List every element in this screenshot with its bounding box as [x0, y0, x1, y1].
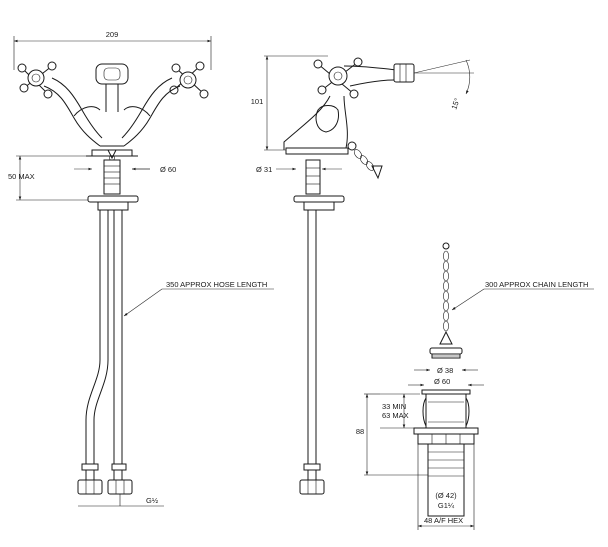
- side-shank: [293, 159, 345, 211]
- flexible-hoses: [77, 210, 133, 495]
- waste-chain: [439, 242, 453, 345]
- left-cross-handle: [17, 61, 57, 99]
- thread-size-label: G1¼: [438, 501, 455, 510]
- side-base-diameter-label: Ø 31: [256, 165, 272, 174]
- body-length-label: 88: [356, 427, 364, 436]
- side-body: [283, 95, 349, 155]
- side-hose: [299, 210, 325, 495]
- waste-body: [413, 389, 479, 517]
- side-pop-up-chain: [347, 141, 383, 180]
- plug-diameter-label: Ø 38: [437, 366, 453, 375]
- side-view: 101 15°: [251, 55, 474, 495]
- front-base-diameter-label: Ø 60: [160, 165, 176, 174]
- chain-length-label: 300 APPROX CHAIN LENGTH: [485, 280, 588, 289]
- deck-thickness-max-label: 63 MAX: [382, 411, 409, 420]
- spray-angle-label: 15°: [449, 97, 461, 111]
- deck-clearance-label: 50 MAX: [8, 172, 35, 181]
- side-height-label: 101: [251, 97, 264, 106]
- side-spout: [343, 63, 415, 87]
- waste-plug: [429, 347, 463, 359]
- flange-diameter-label: Ø 60: [434, 377, 450, 386]
- waste-view: 300 APPROX CHAIN LENGTH Ø 38 Ø 60: [356, 242, 594, 530]
- spray-angle-line: [413, 59, 471, 74]
- thread-diameter-label: (Ø 42): [435, 491, 457, 500]
- deck-thickness-min-label: 33 MIN: [382, 402, 406, 411]
- width-dimension-label: 209: [106, 30, 119, 39]
- mixer-body: [43, 63, 181, 161]
- hose-length-label: 350 APPROX HOSE LENGTH: [166, 280, 267, 289]
- hex-size-label: 48 A/F HEX: [424, 516, 463, 525]
- right-cross-handle: [169, 61, 209, 99]
- front-shank: [87, 159, 139, 211]
- chain-length-pointer: [451, 288, 485, 311]
- front-view: 209: [8, 30, 274, 507]
- side-cross-handle: [313, 57, 363, 99]
- inlet-thread-label: G½: [146, 496, 159, 505]
- spray-angle-arc: [465, 59, 471, 95]
- hose-length-pointer: [123, 288, 163, 317]
